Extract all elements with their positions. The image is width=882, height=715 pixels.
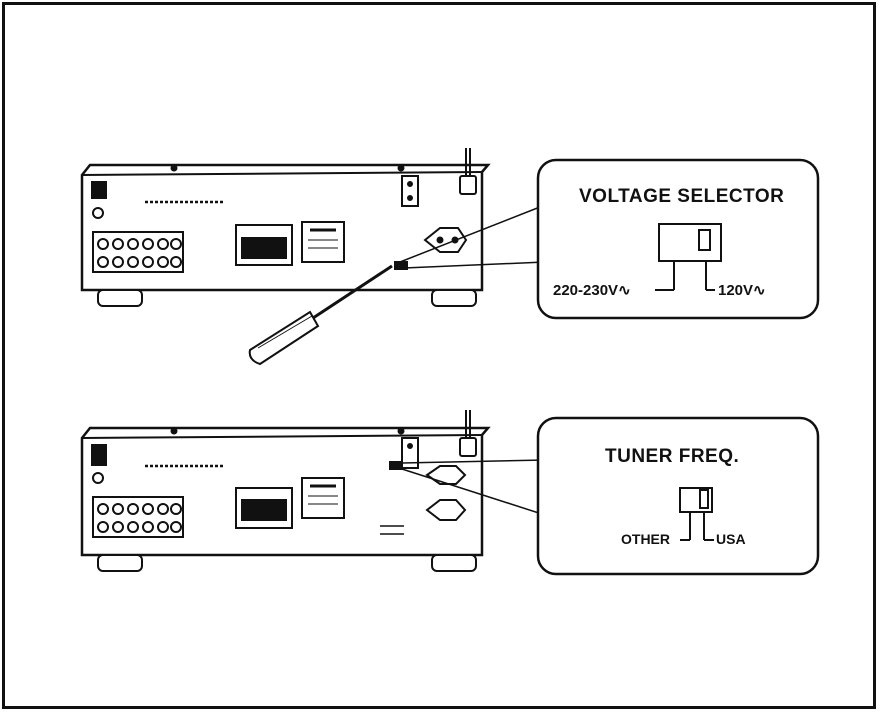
tuner-freq-title: TUNER FREQ. (605, 446, 740, 467)
tuner-freq-switch (679, 487, 714, 541)
voltage-selector-title: VOLTAGE SELECTOR (579, 186, 785, 207)
ac-symbol-icon: ∿ (753, 282, 766, 299)
voltage-right-label: 120V∿ (718, 282, 766, 299)
voltage-left-label: 220-230V∿ (553, 282, 631, 299)
tuner-right-label: USA (716, 531, 746, 547)
rca-jacks-top (97, 238, 182, 268)
ac-symbol-icon: ∿ (618, 282, 631, 299)
tuner-left-label: OTHER (621, 531, 670, 547)
tuner-freq-callout (536, 416, 820, 576)
top-receiver-rear-panel (80, 148, 491, 307)
rca-jacks-bottom (97, 503, 182, 533)
diagram-frame (2, 2, 876, 709)
bottom-receiver-rear-panel (80, 410, 491, 572)
screwdriver (248, 264, 393, 366)
voltage-selector-switch (655, 223, 722, 291)
